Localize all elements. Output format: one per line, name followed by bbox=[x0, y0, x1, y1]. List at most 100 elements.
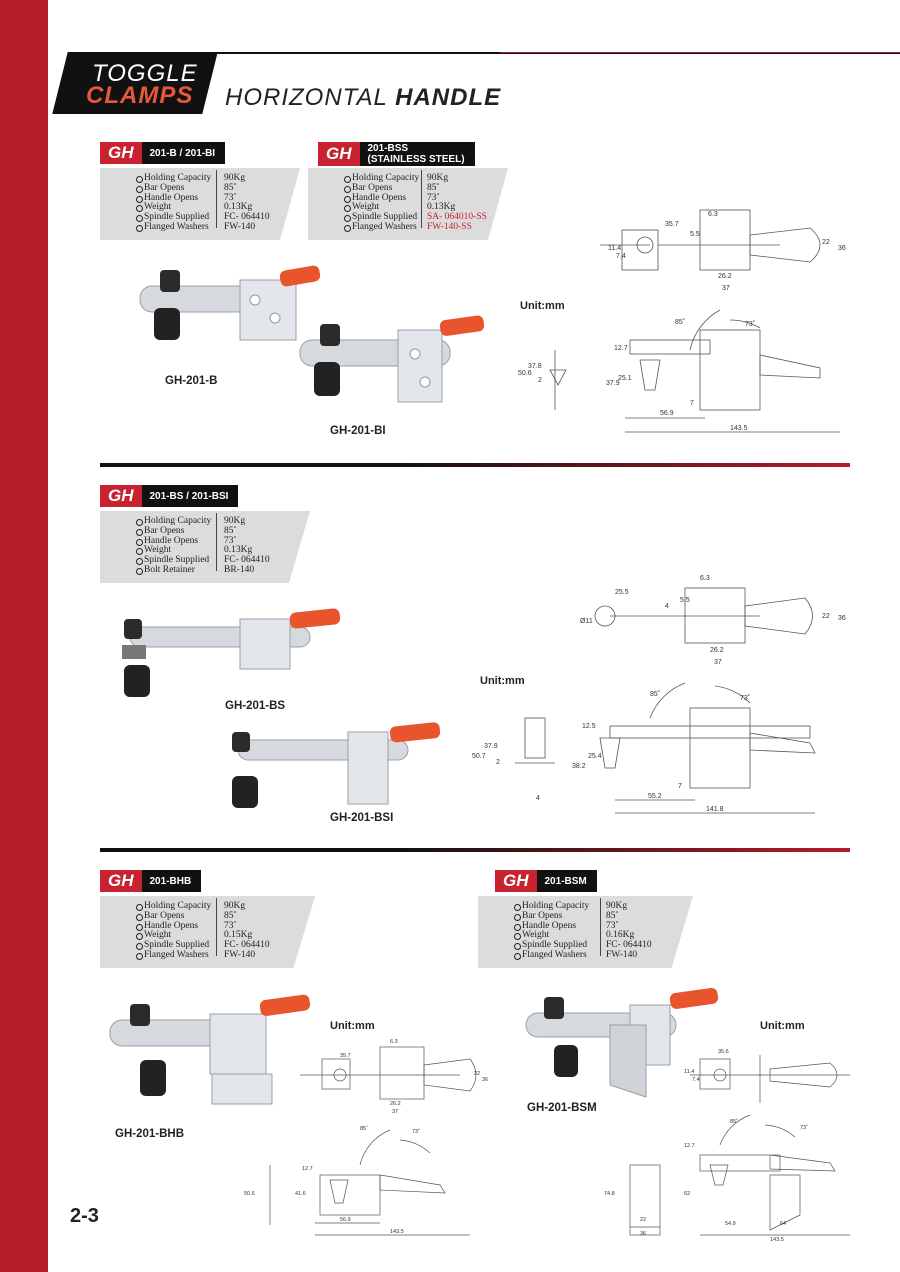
product-illustration-gh-201-b bbox=[139, 265, 321, 341]
dim-label: 38.2 bbox=[572, 763, 586, 770]
dim-label: 50.6 bbox=[518, 370, 532, 377]
spec-value: FC- 064410 bbox=[224, 555, 270, 566]
dim-label: 22 bbox=[474, 1071, 480, 1077]
spec-label: Bar Opens bbox=[352, 182, 393, 193]
spec-label: Weight bbox=[144, 545, 172, 556]
tab-code-line2: (STAINLESS STEEL) bbox=[367, 154, 465, 165]
dim-label: 36 bbox=[838, 615, 846, 622]
bullet-icon bbox=[344, 176, 351, 183]
bullet-icon bbox=[514, 953, 521, 960]
bullet-icon bbox=[136, 225, 143, 232]
dim-label: 6.3 bbox=[390, 1039, 398, 1045]
bullet-icon bbox=[344, 205, 351, 213]
spec-value: FW-140 bbox=[606, 950, 638, 960]
dim-label: 73˚ bbox=[745, 320, 755, 328]
technical-drawing-201-bhb: 35.7 6.3 22 36 26.2 37 85˚ 73˚ 56.9 143.… bbox=[244, 1039, 488, 1236]
dim-label: 37 bbox=[714, 659, 722, 666]
bullet-icon bbox=[514, 913, 521, 921]
dim-label: 37.9 bbox=[606, 380, 620, 387]
spec-value: SA- 064010-SS bbox=[427, 212, 487, 223]
dim-label: 37.8 bbox=[528, 363, 542, 370]
dim-label: 6.3 bbox=[700, 575, 710, 582]
caption-gh-201-bsm: GH-201-BSM bbox=[527, 1102, 597, 1114]
spec-value: 73˚ bbox=[224, 920, 237, 931]
spec-value: FW-140-SS bbox=[427, 222, 472, 232]
spec-label: Bolt Retainer bbox=[144, 565, 195, 575]
spec-value: 85˚ bbox=[427, 182, 440, 193]
spec-label: Handle Opens bbox=[352, 192, 407, 203]
dim-label: 143.5 bbox=[770, 1237, 784, 1243]
dim-label: 25.5 bbox=[615, 589, 629, 596]
spec-value: 90Kg bbox=[427, 173, 449, 183]
dim-label: 35.7 bbox=[665, 221, 679, 228]
dim-label: 2 bbox=[538, 377, 542, 384]
spec-value: 85˚ bbox=[224, 910, 237, 921]
dim-label: 5.5 bbox=[680, 597, 690, 604]
spec-label: Weight bbox=[144, 930, 172, 941]
spec-value: BR-140 bbox=[224, 565, 255, 575]
dim-label: 85˚ bbox=[650, 690, 660, 698]
dim-label: 22 bbox=[640, 1217, 646, 1223]
dim-label: Ø11 bbox=[580, 618, 593, 625]
spec-label: Flanged Washers bbox=[144, 950, 209, 960]
bullet-icon bbox=[514, 943, 521, 951]
bullet-icon bbox=[514, 904, 521, 911]
dim-label: 22 bbox=[822, 613, 830, 620]
dim-label: 37.9 bbox=[484, 743, 498, 750]
spec-value: FC- 064410 bbox=[224, 212, 270, 223]
dim-label: 55.2 bbox=[648, 793, 662, 800]
bullet-icon bbox=[344, 225, 351, 232]
spec-label: Holding Capacity bbox=[144, 516, 212, 526]
dim-label: 7 bbox=[690, 400, 694, 407]
caption-gh-201-bs: GH-201-BS bbox=[225, 700, 286, 712]
dim-label: 4 bbox=[536, 795, 540, 802]
dim-label: 73˚ bbox=[740, 694, 750, 702]
spec-value: FW-140 bbox=[224, 950, 256, 960]
dim-label: 2 bbox=[496, 759, 500, 766]
bullet-icon bbox=[136, 923, 143, 931]
caption-gh-201-bsi: GH-201-BSI bbox=[330, 812, 394, 824]
caption-gh-201-bi: GH-201-BI bbox=[330, 425, 386, 437]
dim-label: 36 bbox=[482, 1077, 488, 1083]
bullet-icon bbox=[136, 933, 143, 941]
technical-drawing-201-bsm: 35.6 11.4 7.4 85˚ 73˚ 74.8 62 22 36 54.9… bbox=[604, 1049, 850, 1243]
spec-value: 73˚ bbox=[224, 192, 237, 203]
dim-label: 12.7 bbox=[614, 345, 628, 352]
bullet-icon bbox=[344, 195, 351, 203]
dim-label: 50.6 bbox=[244, 1191, 255, 1197]
dim-label: 56.9 bbox=[660, 410, 674, 417]
tab-201-bs: GH 201-BS / 201-BSI bbox=[100, 485, 239, 507]
dim-label: 37 bbox=[722, 285, 730, 292]
section-divider bbox=[100, 463, 850, 467]
spec-label: Handle Opens bbox=[144, 535, 199, 546]
dim-label: 73˚ bbox=[412, 1128, 420, 1135]
unit-label: Unit:mm bbox=[330, 1020, 375, 1032]
bullet-icon bbox=[344, 215, 351, 223]
dim-label: 64 bbox=[780, 1221, 786, 1227]
unit-label: Unit:mm bbox=[760, 1020, 805, 1032]
bullet-icon bbox=[136, 943, 143, 951]
dim-label: 143.5 bbox=[390, 1229, 404, 1235]
spec-label: Handle Opens bbox=[522, 920, 577, 931]
caption-gh-201-b: GH-201-B bbox=[165, 375, 218, 387]
dim-label: 54.9 bbox=[725, 1221, 736, 1227]
bullet-icon bbox=[136, 195, 143, 203]
dim-label: 36 bbox=[838, 245, 846, 252]
spec-value: FC- 064410 bbox=[606, 940, 652, 951]
dim-label: 5.5 bbox=[690, 231, 700, 238]
spec-value: 85˚ bbox=[606, 910, 619, 921]
product-illustration-gh-201-bsm bbox=[525, 987, 719, 1098]
bullet-icon bbox=[136, 548, 143, 556]
unit-label: Unit:mm bbox=[520, 300, 565, 312]
bullet-icon bbox=[136, 558, 143, 566]
dim-label: 7.4 bbox=[692, 1077, 700, 1083]
dim-label: 85˚ bbox=[730, 1118, 738, 1125]
page-title: HORIZONTAL HANDLE bbox=[225, 84, 502, 111]
brand-line2: CLAMPS bbox=[86, 82, 194, 109]
spec-value: 90Kg bbox=[224, 173, 246, 183]
bullet-icon bbox=[136, 538, 143, 546]
header-rule bbox=[210, 52, 900, 54]
